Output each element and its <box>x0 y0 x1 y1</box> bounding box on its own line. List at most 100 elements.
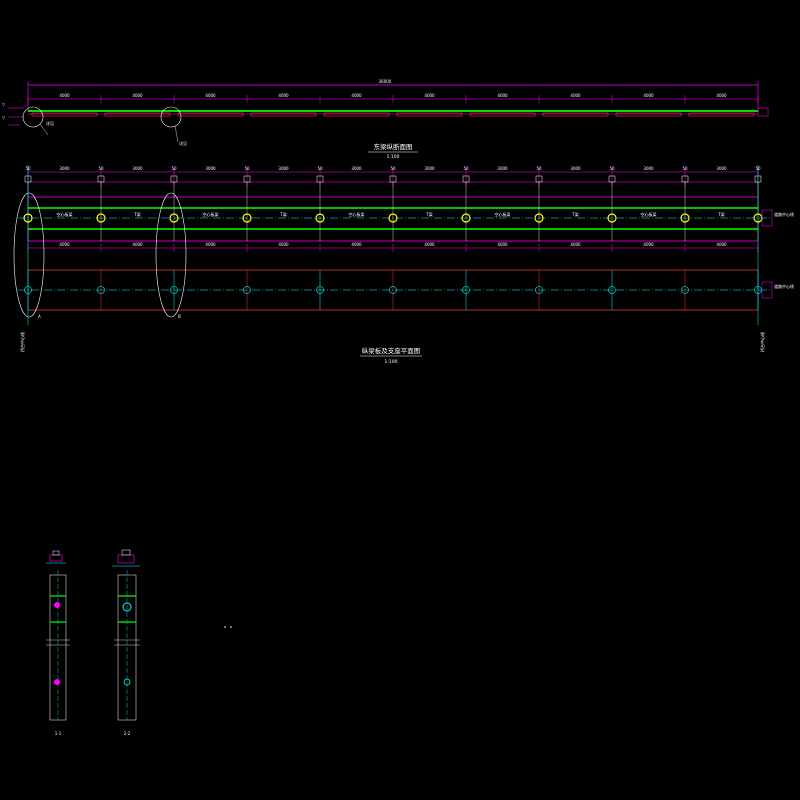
plan-small-dim: 50 <box>317 166 323 171</box>
pier-bearing <box>315 213 325 223</box>
section-2-label: 2-2 <box>124 731 131 736</box>
span-label: 空心板梁 <box>203 211 219 217</box>
elev-dim-label: 4000 <box>424 93 435 98</box>
elevation-title: 东梁纵断面图 <box>374 142 413 151</box>
span-label: 空心板梁 <box>641 211 657 217</box>
plan-bottom-dim-label: 4000 <box>643 242 654 247</box>
plan-bottom-dim-label: 4000 <box>278 242 289 247</box>
elevation-girder <box>323 112 390 117</box>
plan-small-dim: 50 <box>171 166 177 171</box>
svg-text:▽: ▽ <box>2 102 6 107</box>
plan-top-dim-label: 3000 <box>643 166 654 171</box>
plan-bottom-dim-label: 4000 <box>424 242 435 247</box>
elevation-girder <box>542 112 609 117</box>
plan-top-dim-label: 3000 <box>570 166 581 171</box>
pier-lower-circle <box>681 286 689 294</box>
detail-circle-b <box>160 106 182 128</box>
pier-bearing <box>461 213 471 223</box>
span-label: T梁 <box>717 211 724 217</box>
span-label: 空心板梁 <box>57 211 73 217</box>
span-label: 空心板梁 <box>495 211 511 217</box>
plan-bottom-dimensions: 4000 4000 4000 4000 4000 4000 4000 4000 4000 4000 <box>27 242 759 252</box>
detail-b-plan-label: B <box>178 314 181 319</box>
elev-dim-label: 4000 <box>59 93 70 98</box>
plan-top-dim-label: 3000 <box>132 166 143 171</box>
pier-lower-circle <box>170 286 178 294</box>
pier-bearing <box>169 213 179 223</box>
plan-bottom-dim-label: 4000 <box>497 242 508 247</box>
section-1: 1-1 <box>46 550 70 736</box>
plan-top-dim-label: 3000 <box>205 166 216 171</box>
pier-bearing <box>680 213 690 223</box>
pier-lower-circle <box>462 286 470 294</box>
elev-dim-label: 4000 <box>351 93 362 98</box>
span-label: T梁 <box>425 211 432 217</box>
pier-bearing <box>96 213 106 223</box>
plan-bottom-dim-label: 4000 <box>59 242 70 247</box>
plan-bottom-dim-label: 4000 <box>716 242 727 247</box>
plan-small-dim: 50 <box>463 166 469 171</box>
plan-bottom-dim-label: 4000 <box>205 242 216 247</box>
plan-top-dim-label: 3000 <box>716 166 727 171</box>
plan-small-dim: 50 <box>536 166 542 171</box>
detail-a-plan-label: A <box>38 314 41 319</box>
pier-lower-circle <box>535 286 543 294</box>
plan-title: 纵梁板及支座平面图 <box>362 346 421 355</box>
plan-small-dim: 50 <box>390 166 396 171</box>
detail-ellipse-a <box>13 192 45 318</box>
plan-small-dim: 50 <box>682 166 688 171</box>
elev-dim-label: 4000 <box>132 93 143 98</box>
pier-bearing <box>242 213 252 223</box>
pier-lower-circle <box>608 286 616 294</box>
span-label: 空心板梁 <box>349 211 365 217</box>
left-end-label: 桥台中心线 <box>19 332 25 352</box>
elev-dim-label: 4000 <box>716 93 727 98</box>
plan-small-dim: 50 <box>244 166 250 171</box>
pier-lower-circle <box>97 286 105 294</box>
elevation-scale: 1:100 <box>387 154 400 160</box>
svg-text:▽: ▽ <box>2 115 6 120</box>
pier-lower-circle <box>389 286 397 294</box>
plan-top-dim-label: 3000 <box>497 166 508 171</box>
plan-scale: 1:100 <box>385 359 398 365</box>
elevation-girder <box>688 112 755 117</box>
elev-dim-label: 4000 <box>205 93 216 98</box>
axis-label-top: 道路中心线 <box>774 211 794 217</box>
plan-bottom-dim-label: 4000 <box>570 242 581 247</box>
elev-dim-label: 4000 <box>570 93 581 98</box>
elevation-girder <box>177 112 244 117</box>
elev-dim-label: 4000 <box>643 93 654 98</box>
plan-top-dim-label: 3000 <box>351 166 362 171</box>
section-1-label: 1-1 <box>55 731 62 736</box>
pier-bearing <box>388 213 398 223</box>
overall-length-label: 36000 <box>379 79 392 84</box>
elevation-girder <box>104 112 171 117</box>
elevation-girder <box>396 112 463 117</box>
elev-dim-label: 4000 <box>497 93 508 98</box>
section-2: 2-2 <box>112 549 140 736</box>
plan-bottom-dim-label: 4000 <box>132 242 143 247</box>
detail-a-label: 详见 <box>46 120 54 126</box>
elevation-dimension-ticks: 4000 4000 4000 4000 4000 4000 4000 4000 4000 4000 <box>27 93 759 103</box>
plan-bottom-dim-label: 4000 <box>351 242 362 247</box>
plan-span-labels: 空心板梁 T梁 空心板梁 T梁 空心板梁 T梁 空心板梁 T梁 空心板梁 T梁 <box>57 211 725 217</box>
plan-top-dim-label: 3000 <box>278 166 289 171</box>
axis-label-bottom: 道路中心线 <box>774 283 794 289</box>
span-label: T梁 <box>133 211 140 217</box>
detail-circle-a <box>22 106 44 128</box>
span-label: T梁 <box>571 211 578 217</box>
span-label: T梁 <box>279 211 286 217</box>
elevation-girder <box>615 112 682 117</box>
pier-lower-circle <box>243 286 251 294</box>
pier-bearing <box>607 213 617 223</box>
pier-lower-circle <box>316 286 324 294</box>
elevation-girder <box>31 112 98 117</box>
detail-ellipse-b <box>155 192 187 318</box>
detail-b-label: 详见 <box>179 140 187 146</box>
elev-dim-label: 4000 <box>278 93 289 98</box>
elevation-girders <box>31 112 755 117</box>
elevation-girder <box>250 112 317 117</box>
